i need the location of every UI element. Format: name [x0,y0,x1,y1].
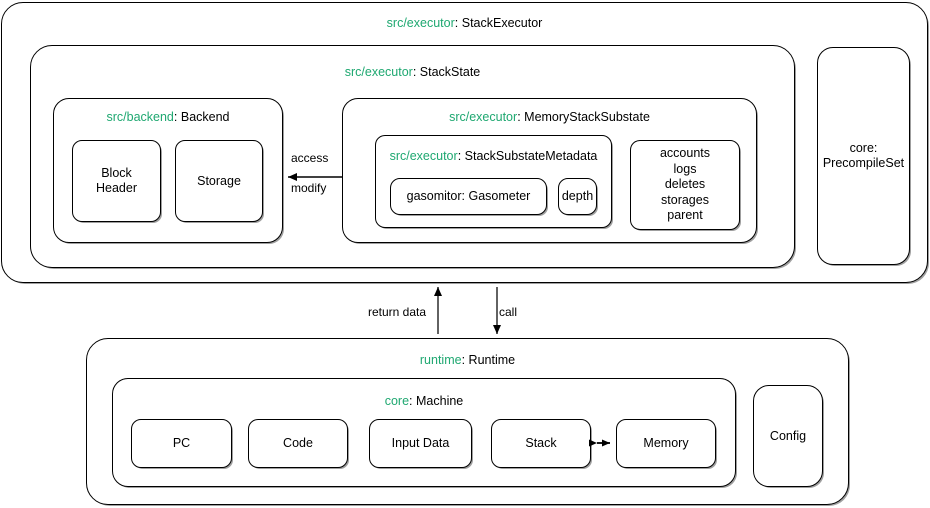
substate-field-logs: logs [673,161,697,176]
backend-namespace: src/backend [106,110,174,124]
stack-state-name: StackState [419,65,481,79]
stack-executor-namespace: src/executor [386,16,455,30]
block-header-box[interactable]: Block Header [72,140,161,222]
runtime-title: runtime: Runtime [86,353,849,368]
stack-state-title: src/executor: StackState [30,65,795,80]
stack-label: Stack [525,436,557,450]
substate-fields-box: accounts logs deletes storages parent [630,140,740,230]
substate-fields-list: accounts logs deletes storages parent [631,141,739,229]
code-label: Code [283,436,313,450]
stack-substate-metadata-sep: : [457,149,462,163]
precompile-set-box[interactable]: core: PrecompileSet [817,47,910,265]
substate-field-parent: parent [667,208,703,223]
precompile-set-label: core: PrecompileSet [818,48,909,264]
config-label: Config [769,428,807,443]
machine-title: core: Machine [112,394,736,409]
gasometer-sep: : [461,189,466,203]
memory-label: Memory [643,436,689,450]
substate-field-accounts: accounts [659,146,711,161]
storage-label: Storage [197,173,241,188]
runtime-namespace: runtime [419,353,462,367]
stack-state-sep: : [412,65,417,79]
substate-field-storages: storages [661,192,709,207]
edge-label-access: access [291,151,329,165]
gasometer-namespace: gasomitor [406,189,462,203]
stack-executor-name: StackExecutor [461,16,543,30]
memory-stack-substate-namespace: src/executor [449,110,518,124]
depth-box[interactable]: depth [558,178,597,215]
stack-substate-metadata-name: StackSubstateMetadata [464,149,598,163]
gasometer-box[interactable]: gasomitor: Gasometer [390,178,547,215]
stack-executor-title: src/executor: StackExecutor [1,16,928,31]
pc-box[interactable]: PC [131,419,232,468]
input-data-box[interactable]: Input Data [369,419,472,468]
gasometer-label: gasomitor: Gasometer [391,179,546,214]
stack-substate-metadata-title: src/executor: StackSubstateMetadata [375,149,612,164]
precompile-set-name: PrecompileSet [822,156,905,170]
backend-title: src/backend: Backend [53,110,283,125]
edge-label-return-data: return data [368,305,427,319]
memory-stack-substate-title: src/executor: MemoryStackSubstate [342,110,757,125]
stack-substate-metadata-namespace: src/executor [389,149,458,163]
edge-label-modify: modify [291,181,327,195]
stack-box[interactable]: Stack [491,419,591,468]
stack-executor-sep: : [454,16,459,30]
machine-name: Machine [416,394,464,408]
runtime-name: Runtime [468,353,516,367]
machine-sep: : [409,394,413,408]
stack-state-namespace: src/executor [344,65,413,79]
edge-label-call: call [499,305,518,319]
pc-label: PC [172,436,191,450]
machine-namespace: core [384,394,410,408]
depth-label: depth [561,189,594,203]
memory-stack-substate-name: MemoryStackSubstate [524,110,650,124]
backend-sep: : [173,110,178,124]
code-box[interactable]: Code [248,419,348,468]
storage-box[interactable]: Storage [175,140,263,222]
precompile-set-namespace-line: core: [849,141,878,155]
backend-name: Backend [180,110,230,124]
substate-field-deletes: deletes [664,177,706,192]
input-data-label: Input Data [391,436,450,450]
memory-stack-substate-sep: : [517,110,521,124]
block-header-label-line2: Header [96,181,137,195]
block-header-label-line1: Block [101,166,132,180]
config-box[interactable]: Config [753,385,823,487]
block-header-label: Block Header [73,141,160,221]
runtime-sep: : [461,353,466,367]
gasometer-name: Gasometer [468,189,531,203]
memory-box[interactable]: Memory [616,419,716,468]
